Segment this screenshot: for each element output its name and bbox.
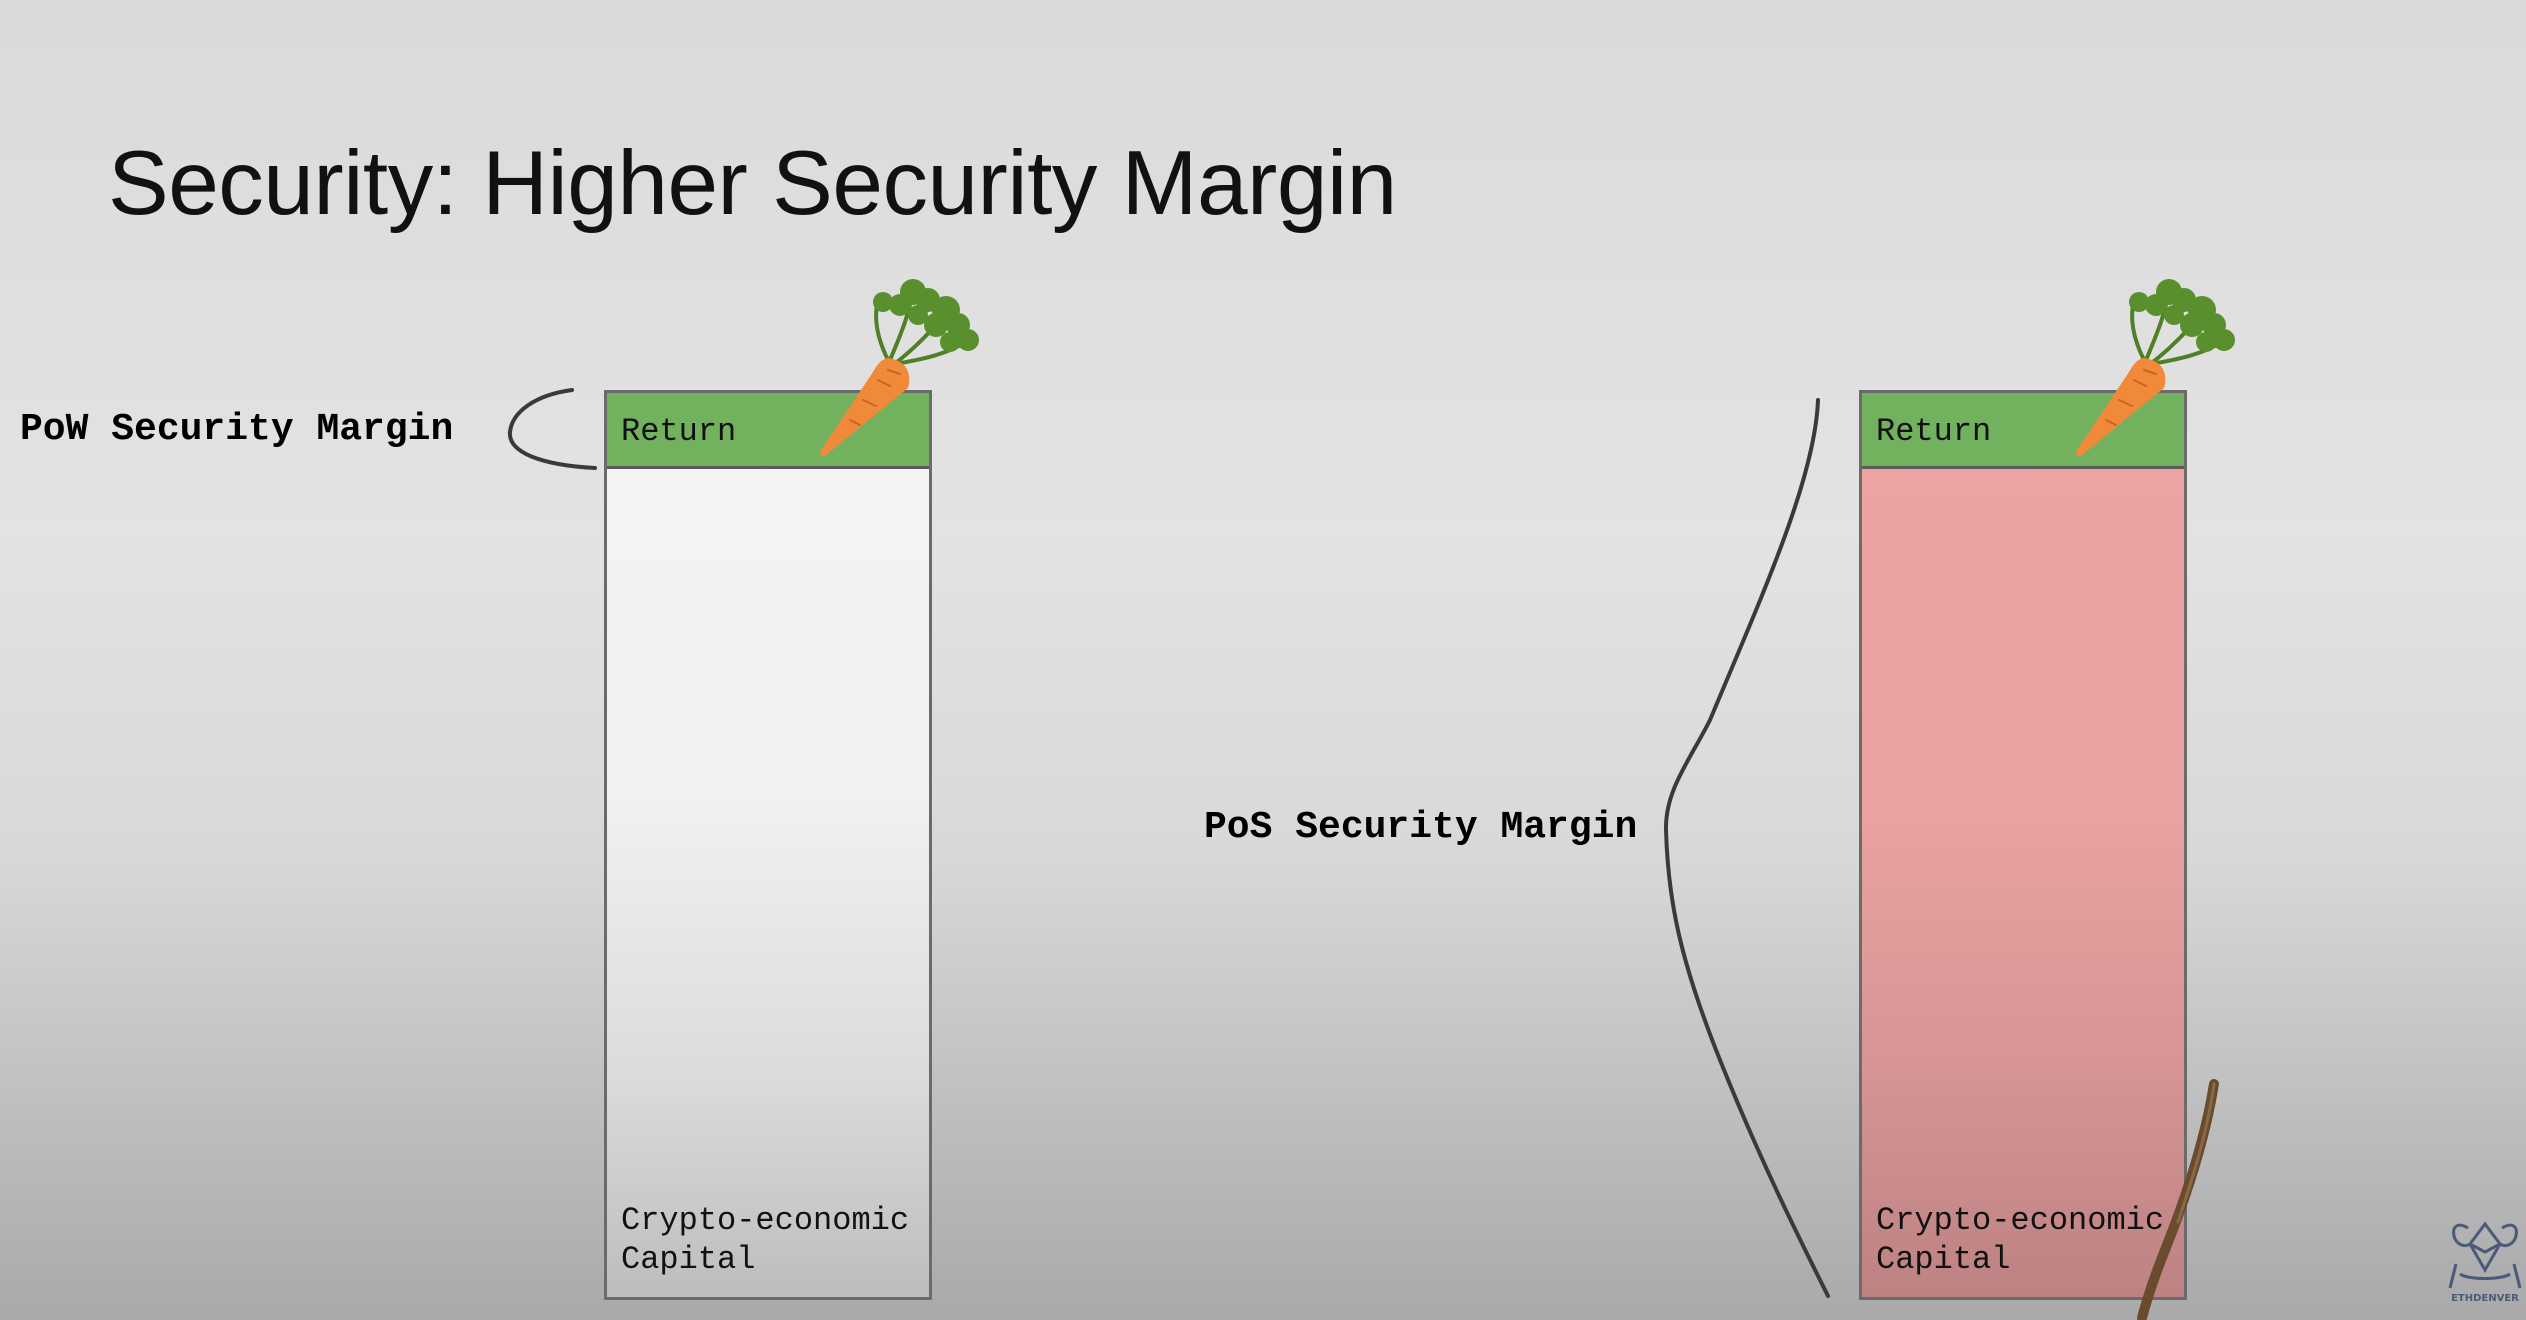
pow-security-margin-label: PoW Security Margin	[20, 408, 454, 451]
pos-security-margin-label: PoS Security Margin	[1204, 806, 1638, 849]
carrot-icon	[2075, 279, 2235, 457]
slide-title: Security: Higher Security Margin	[108, 133, 1397, 234]
pos-brace-icon	[1663, 398, 1830, 1298]
pow-capital-label: Crypto-economic Capital	[621, 1202, 910, 1278]
ethdenver-logo-icon: ETHDENVER	[2448, 1214, 2522, 1304]
ethdenver-logo-mark	[2448, 1221, 2522, 1289]
pos-capital-label: Crypto-economic Capital	[1876, 1202, 2165, 1278]
pos-capital-column: Return Crypto-economic Capital	[1859, 390, 2187, 1300]
carrot-icon	[819, 279, 979, 457]
pow-return-label: Return	[621, 413, 737, 450]
pos-return-label: Return	[1876, 413, 1992, 450]
ethdenver-logo-text: ETHDENVER	[2451, 1293, 2519, 1304]
pow-capital-column: Return Crypto-economic Capital	[604, 390, 932, 1300]
pow-brace-icon	[507, 388, 597, 470]
